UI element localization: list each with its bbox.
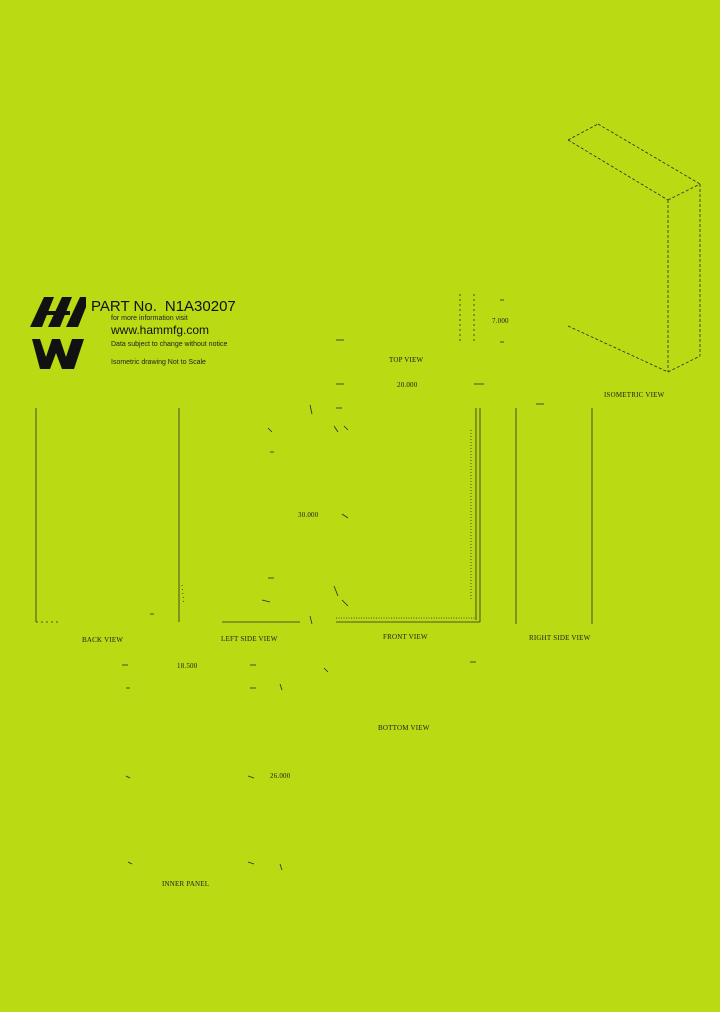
right-side-view-label: RIGHT SIDE VIEW: [529, 634, 591, 642]
left-side-view-label: LEFT SIDE VIEW: [221, 635, 278, 643]
back-view-outline: [35, 408, 180, 623]
website-link[interactable]: www.hammfg.com: [111, 323, 210, 337]
scale-note: Isometric drawing Not to Scale: [111, 359, 206, 366]
notice-text: Data subject to change without notice: [111, 341, 228, 348]
panel-width-dimension: 18.500: [177, 662, 198, 670]
more-info-text: for more information visit: [111, 315, 188, 322]
inner-panel-label: INNER PANEL: [162, 880, 210, 888]
part-label: PART No.: [91, 298, 157, 315]
bottom-and-panel-marks: [122, 661, 476, 871]
part-number: N1A30207: [164, 298, 236, 315]
right-side-view-outline: [515, 403, 593, 624]
bottom-view-label: BOTTOM VIEW: [378, 724, 430, 732]
front-view-outline: [333, 407, 481, 623]
part-number-heading: PART No. N1A30207: [91, 298, 236, 315]
front-view-label: FRONT VIEW: [383, 633, 428, 641]
panel-height-dimension: 26.000: [270, 772, 291, 780]
height-dimension: 30.000: [298, 511, 319, 519]
top-view-label: TOP VIEW: [389, 356, 424, 364]
isometric-enclosure: [567, 123, 701, 373]
hammond-logo: [30, 297, 86, 369]
width-dimension: 20.000: [397, 381, 418, 389]
depth-dimension: 7.000: [492, 317, 509, 325]
back-view-label: BACK VIEW: [82, 636, 124, 644]
left-side-view-outline: [181, 404, 313, 625]
isometric-view-label: ISOMETRIC VIEW: [604, 391, 665, 399]
top-view-lines: [336, 294, 504, 385]
